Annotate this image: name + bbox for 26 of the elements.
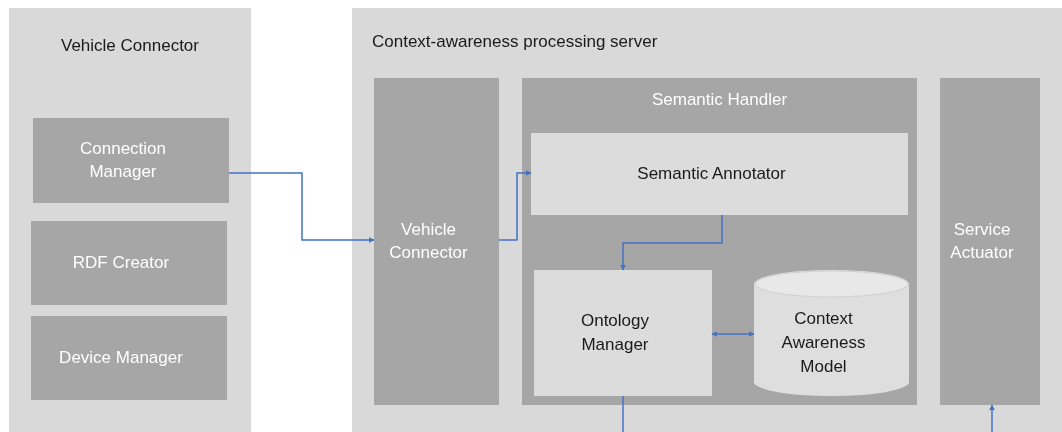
box-label: Ontology Manager: [579, 310, 650, 356]
box-label: Vehicle Connector: [388, 218, 469, 265]
box-label: RDF Creator: [72, 252, 170, 275]
connector-arrow: [989, 404, 995, 432]
connector-arrow: [228, 172, 375, 243]
connector-arrow: [620, 214, 723, 271]
component-box: [31, 221, 227, 305]
box-label: Service Actuator: [949, 218, 1015, 265]
container-panel: [9, 8, 251, 432]
component-box: [33, 118, 229, 203]
connector-arrow: [711, 331, 755, 337]
component-box: [534, 270, 712, 396]
section-title: Context-awareness processing server: [372, 31, 658, 53]
container-panel: [352, 8, 1062, 432]
section-title: Semantic Handler: [651, 89, 788, 111]
component-box: [374, 78, 499, 405]
component-box: [522, 78, 917, 405]
box-label: Device Manager: [59, 347, 183, 370]
box-label: Semantic Annotator: [637, 163, 786, 186]
section-title: Vehicle Connector: [61, 35, 199, 57]
component-box: [531, 133, 908, 215]
box-label: Context Awareness Model: [780, 308, 867, 378]
box-label: Connection Manager: [79, 137, 167, 184]
component-box: [940, 78, 1040, 405]
component-box: [31, 316, 227, 400]
connector-arrow: [498, 170, 532, 241]
